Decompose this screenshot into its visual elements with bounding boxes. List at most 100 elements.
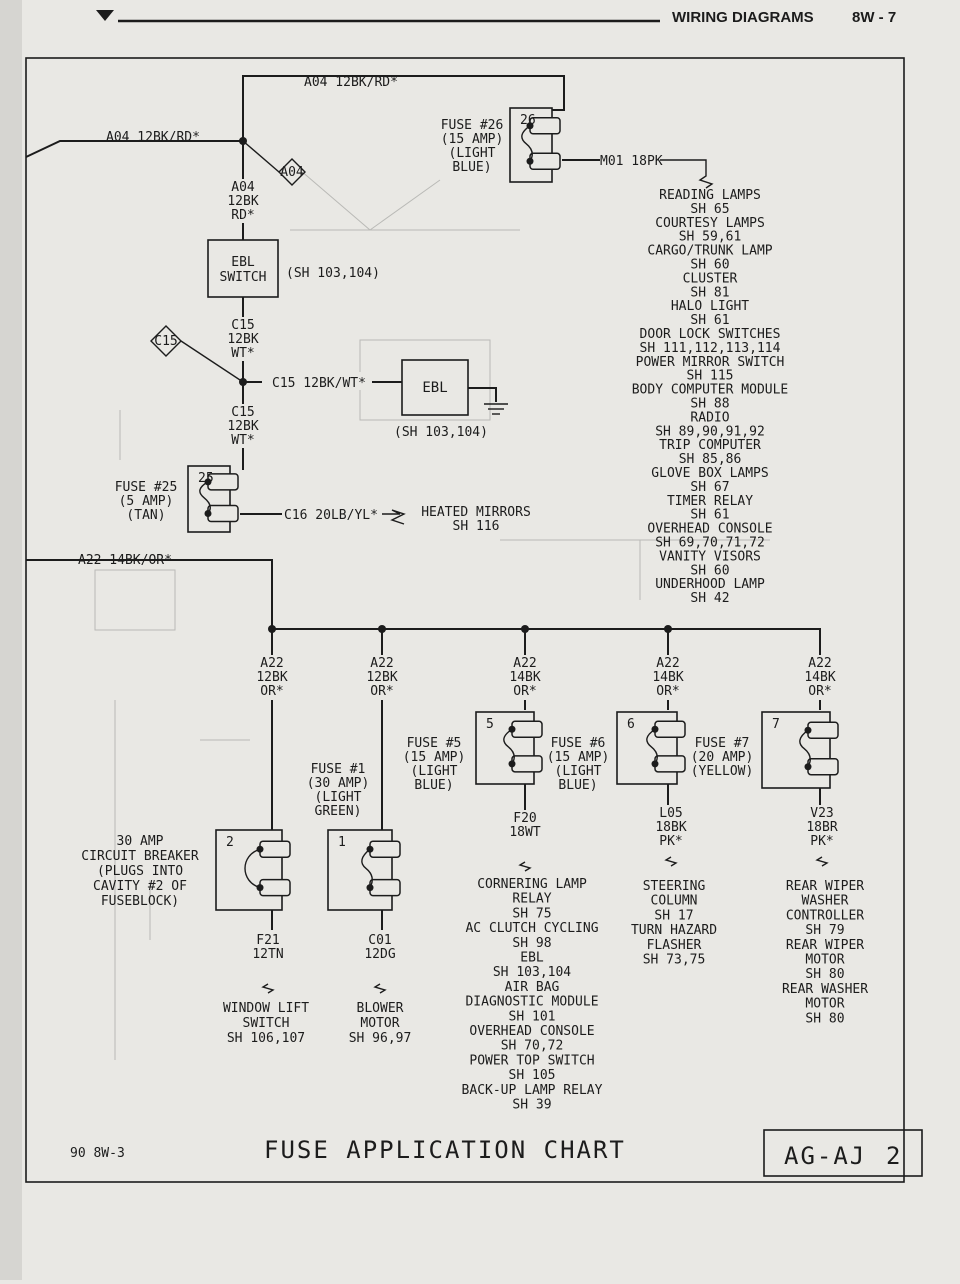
fuse7-label-line-1: (20 AMP) — [691, 750, 754, 765]
wire-label-c16: C16 20LB/YL* — [284, 508, 378, 523]
fuse26-label-line-2: (LIGHT — [449, 146, 496, 161]
fuse-26: 26 — [509, 107, 561, 183]
splice-leader-a04 — [242, 140, 280, 173]
wire-label-a22-branch-4-line-0: A22 — [656, 656, 679, 671]
fuse7-label-line-2: (YELLOW) — [691, 764, 754, 779]
wire-label-c15-lower-line-2: WT* — [231, 433, 254, 448]
dest-f20-load-line-4: SH 98 — [512, 936, 551, 951]
fuse26-label-line-1: (15 AMP) — [441, 132, 504, 147]
dest-f20-load-line-3: AC CLUTCH CYCLING — [465, 921, 598, 936]
dest-m01-load-line-13: SH 115 — [687, 369, 734, 384]
wire-label-a04-vertical-line-2: RD* — [231, 208, 254, 223]
dest-m01-load-line-18: TRIP COMPUTER — [659, 438, 761, 453]
fuse7-label-line-0: FUSE #7 — [695, 736, 750, 751]
wire-label-c01-line-1: 12DG — [364, 947, 395, 962]
dest-blower-line-2: SH 96,97 — [349, 1031, 412, 1046]
fuse-5-terminal-1 — [511, 720, 543, 739]
dest-m01-load-line-2: COURTESY LAMPS — [655, 216, 765, 231]
breaker2-label-line-1: CIRCUIT BREAKER — [81, 849, 199, 864]
connector-v23 — [815, 856, 829, 867]
dest-v23-load-line-7: REAR WASHER — [782, 982, 868, 997]
circuit-breaker-2-breaker-element — [244, 848, 261, 889]
wire-a04-top — [242, 75, 565, 140]
dest-m01-load-line-27: SH 60 — [690, 563, 729, 578]
dest-f20-load-line-6: SH 103,104 — [493, 965, 571, 980]
dest-l05-load-line-0: STEERING — [643, 879, 706, 894]
dest-v23-load-line-5: MOTOR — [805, 953, 844, 968]
connector-window-lift — [261, 983, 275, 994]
ground-icon — [484, 403, 508, 415]
dest-m01-load-line-15: SH 88 — [690, 397, 729, 412]
dest-f20-load-line-7: AIR BAG — [505, 980, 560, 995]
dest-heated-mirrors-line-1: SH 116 — [453, 519, 500, 534]
dest-l05-load-line-3: TURN HAZARD — [631, 923, 717, 938]
fuse6-label-line-3: BLUE) — [558, 778, 597, 793]
diagram-frame — [25, 57, 905, 1183]
fuse-25-fuse-link — [199, 481, 211, 514]
wire-label-v23-line-1: 18BR — [806, 820, 837, 835]
wire-label-a22-branch-4-line-2: OR* — [656, 684, 679, 699]
circuit-breaker-2-terminal-2 — [259, 878, 291, 897]
dest-f20-load-line-8: DIAGNOSTIC MODULE — [465, 995, 598, 1010]
dest-m01-load-line-12: POWER MIRROR SWITCH — [636, 355, 785, 370]
fuse-26-fuse-link — [521, 125, 533, 162]
dest-l05-load-line-2: SH 17 — [654, 908, 693, 923]
dest-v23-load-line-3: SH 79 — [805, 923, 844, 938]
fuse-1-terminal-1 — [369, 840, 401, 858]
wire-label-a22-branch-5-line-2: OR* — [808, 684, 831, 699]
fuse-1-terminal-2 — [369, 878, 401, 897]
fuse25-label-line-0: FUSE #25 — [115, 480, 178, 495]
circuit-breaker-2: 2 — [215, 829, 291, 911]
wire-c16-connector — [382, 509, 406, 525]
wire-label-a04-vertical-line-0: A04 — [231, 180, 255, 195]
wire-label-a22-branch-1-line-1: 12BK — [256, 670, 287, 685]
dest-m01-load-line-10: DOOR LOCK SWITCHES — [640, 327, 781, 342]
dest-m01-load-line-6: CLUSTER — [683, 271, 738, 286]
fuse-25-number: 25 — [198, 471, 214, 486]
page-footer: 90 8W-3 FUSE APPLICATION CHART AG-AJ 2 — [70, 1129, 923, 1177]
dest-m01-load-line-21: SH 67 — [690, 480, 729, 495]
wire-label-a22-branch-1-line-2: OR* — [260, 684, 283, 699]
wire-label-c01-line-0: C01 — [368, 933, 391, 948]
dest-v23-load-line-8: MOTOR — [805, 997, 844, 1012]
fuse-7: 7 — [761, 711, 839, 789]
dest-m01-load-line-4: CARGO/TRUNK LAMP — [647, 244, 772, 259]
header-title: WIRING DIAGRAMS — [672, 9, 814, 26]
fuse5-label-line-3: BLUE) — [414, 778, 453, 793]
splice-tag-c15-label: C15 — [154, 334, 177, 349]
dest-heated-mirrors-line-0: HEATED MIRRORS — [421, 505, 531, 520]
splice-leader-c15 — [180, 340, 244, 383]
fuse25-label-line-2: (TAN) — [126, 508, 165, 523]
fuse1-label-line-3: GREEN) — [315, 804, 362, 819]
dest-m01-load-line-17: SH 89,90,91,92 — [655, 424, 765, 439]
wire-label-c15-horizontal: C15 12BK/WT* — [272, 376, 366, 391]
fuse-1: 1 — [327, 829, 401, 911]
wire-label-a22-branch-5-line-1: 14BK — [804, 670, 835, 685]
dest-l05-load-line-1: COLUMN — [651, 894, 698, 909]
dest-m01-load-line-0: READING LAMPS — [659, 188, 761, 203]
fuse26-label-line-3: BLUE) — [452, 160, 491, 175]
fuse26-label-line-0: FUSE #26 — [441, 118, 504, 133]
fuse1-label-line-2: (LIGHT — [315, 790, 362, 805]
fuse-7-fuse-link — [799, 729, 811, 768]
wire-label-l05-line-2: PK* — [659, 834, 682, 849]
dest-l05-load-line-5: SH 73,75 — [643, 953, 706, 968]
dest-m01-load-line-7: SH 81 — [690, 285, 729, 300]
fuse-6-terminal-2 — [654, 755, 686, 773]
dest-f20-load-line-1: RELAY — [512, 892, 551, 907]
dest-l05-load-line-4: FLASHER — [647, 938, 702, 953]
wire-label-a22-branch-2-line-1: 12BK — [366, 670, 397, 685]
wire-label-a22-branch-2-line-2: OR* — [370, 684, 393, 699]
dest-m01-load-line-1: SH 65 — [690, 202, 729, 217]
dest-m01-load-line-20: GLOVE BOX LAMPS — [651, 466, 768, 481]
fuse-7-terminal-2 — [807, 757, 839, 776]
dest-m01-load-line-5: SH 60 — [690, 258, 729, 273]
dest-f20-load-line-9: SH 101 — [509, 1009, 556, 1024]
wire-label-a22-branch-2-line-0: A22 — [370, 656, 393, 671]
wire-label-c15-upper-line-0: C15 — [231, 318, 254, 333]
fuse-6: 6 — [616, 711, 686, 785]
dest-f20-load-line-12: POWER TOP SWITCH — [469, 1053, 594, 1068]
ebl-module-ref: (SH 103,104) — [394, 425, 488, 440]
wire-label-a04-vertical-line-1: 12BK — [227, 194, 258, 209]
